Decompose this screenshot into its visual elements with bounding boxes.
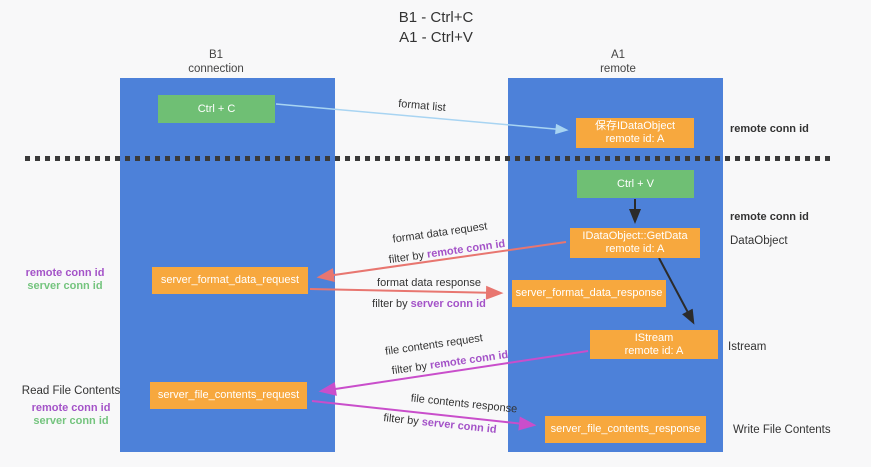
- ctrl-c-label: Ctrl + C: [197, 102, 236, 115]
- server-conn-id-text: server conn id: [421, 416, 498, 436]
- read-file-contents-block: Read File Contents remote conn id server…: [22, 385, 120, 428]
- filter-by-prefix: filter by: [388, 248, 428, 267]
- idataobject-getdata-line2: remote id: A: [605, 243, 665, 255]
- save-idataobject-node: 保存IDataObject remote id: A: [576, 118, 694, 148]
- read-file-contents-annotation: Read File Contents: [21, 385, 121, 397]
- column-header-a1-name: A1: [610, 49, 626, 61]
- filter-by-prefix: filter by: [391, 359, 431, 378]
- server-file-contents-response-label: server_file_contents_response: [550, 423, 701, 435]
- column-header-a1: A1 remote: [600, 48, 636, 76]
- server-conn-id-annotation-bottom-left: server conn id: [33, 415, 109, 427]
- write-file-contents-annotation: Write File Contents: [733, 424, 831, 436]
- format-data-response-arrow: [309, 285, 504, 300]
- save-idataobject-line2: remote id: A: [605, 133, 665, 145]
- server-conn-id-text: server conn id: [410, 298, 486, 310]
- conn-id-legend-mid-left: remote conn id server conn id: [26, 267, 105, 293]
- filter-by-prefix: filter by: [382, 412, 423, 429]
- server-format-data-request-label: server_format_data_request: [160, 274, 300, 286]
- ctrl-v-label: Ctrl + V: [617, 177, 654, 190]
- filter-by-prefix: filter by: [372, 298, 411, 310]
- ctrl-v-node: Ctrl + V: [577, 170, 694, 198]
- filter-by-server-conn-id-label-1: filter by server conn id: [372, 298, 486, 310]
- remote-conn-id-annotation-mid-left: remote conn id: [25, 267, 105, 279]
- server-file-contents-response-node: server_file_contents_response: [545, 416, 706, 443]
- istream-line2: remote id: A: [624, 344, 684, 357]
- file-contents-response-arrow-label: file contents response: [410, 392, 518, 416]
- istream-node: IStream remote id: A: [590, 330, 718, 359]
- column-header-b1: B1 connection: [188, 48, 244, 76]
- istream-annotation: Istream: [728, 341, 767, 353]
- save-idataobject-line1: 保存IDataObject: [594, 120, 676, 132]
- column-header-b1-role: connection: [188, 63, 244, 75]
- server-file-contents-request-label: server_file_contents_request: [157, 389, 300, 401]
- ctrl-c-node: Ctrl + C: [158, 95, 275, 123]
- remote-conn-id-annotation-top-right: remote conn id: [730, 123, 809, 135]
- title-line-b1: B1 - Ctrl+C: [398, 9, 474, 26]
- page-title: B1 - Ctrl+C A1 - Ctrl+V: [399, 8, 474, 48]
- server-format-data-request-node: server_format_data_request: [152, 267, 308, 294]
- idataobject-getdata-line1: IDataObject::GetData: [582, 230, 688, 242]
- filter-by-server-conn-id-label-2: filter by server conn id: [383, 412, 497, 436]
- server-conn-id-annotation-mid-left: server conn id: [27, 280, 103, 292]
- idataobject-getdata-node: IDataObject::GetData remote id: A: [570, 228, 700, 258]
- server-format-data-response-label: server_format_data_response: [515, 287, 663, 299]
- remote-conn-id-text: remote conn id: [429, 348, 509, 372]
- server-file-contents-request-node: server_file_contents_request: [150, 382, 307, 409]
- remote-conn-id-annotation-bottom-left: remote conn id: [31, 402, 111, 414]
- column-header-b1-name: B1: [208, 49, 224, 61]
- format-list-arrow-label: format list: [397, 97, 447, 115]
- dataobject-annotation: DataObject: [730, 235, 788, 247]
- remote-conn-id-annotation-mid-right: remote conn id: [730, 211, 809, 223]
- phase-separator-dashed-line: [25, 156, 832, 161]
- remote-conn-id-text: remote conn id: [426, 237, 506, 261]
- server-format-data-response-node: server_format_data_response: [512, 280, 666, 307]
- column-header-a1-role: remote: [600, 63, 636, 75]
- istream-line1: IStream: [634, 331, 674, 344]
- title-line-a1: A1 - Ctrl+V: [399, 29, 473, 46]
- format-data-response-arrow-label: format data response: [377, 277, 481, 289]
